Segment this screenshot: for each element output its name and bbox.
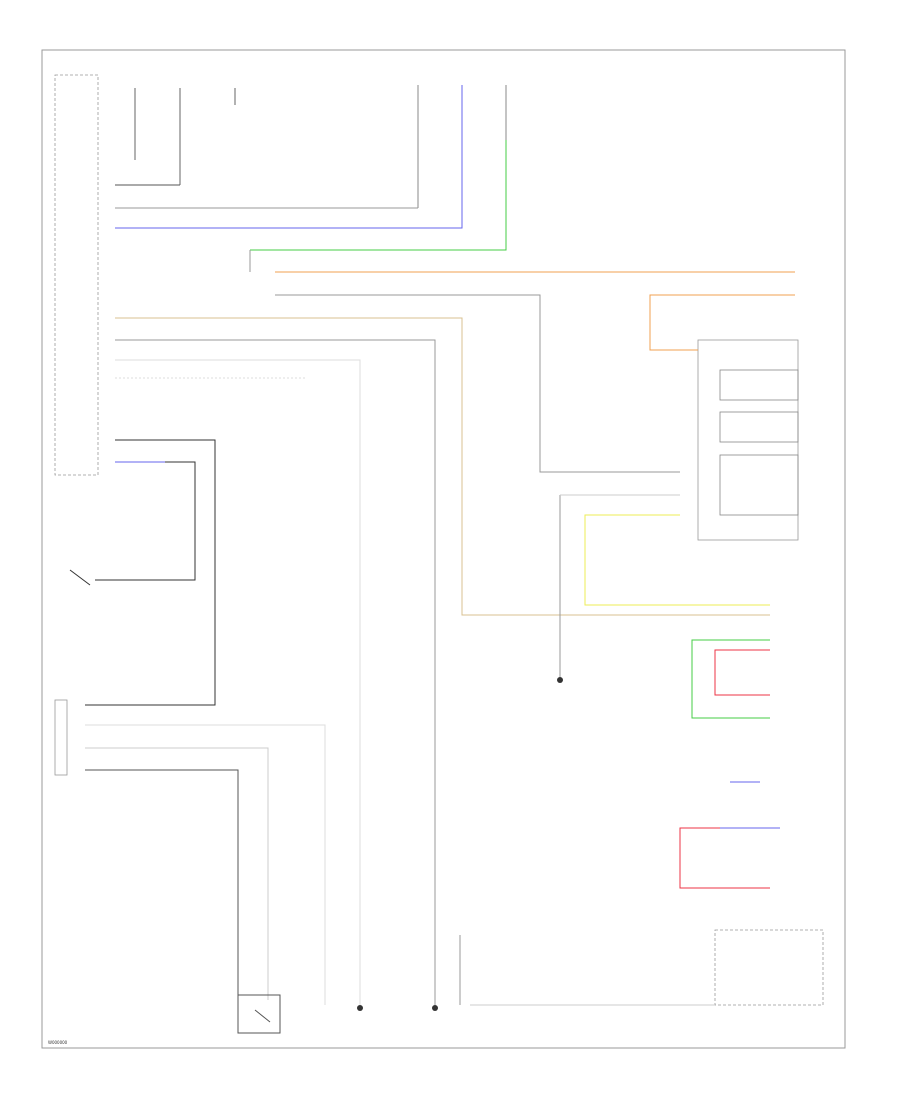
lower-left-module <box>54 699 68 776</box>
yellow-wire <box>584 514 770 606</box>
meter-unit-b <box>719 411 799 443</box>
black-wire-switch <box>95 461 196 581</box>
connector-dot-a <box>357 1005 363 1011</box>
orange-wire-meter <box>649 294 795 351</box>
ecu-box-left <box>54 74 99 476</box>
black-wire-left <box>85 439 216 706</box>
red-wire-loop <box>714 649 770 696</box>
relay-box <box>237 994 281 1034</box>
switch-blade-left <box>69 569 91 586</box>
fuse-group-left <box>134 88 236 185</box>
diagram-frame <box>41 49 846 1049</box>
connector-dot-c <box>557 677 563 683</box>
footer-code: W000000 <box>48 1040 68 1045</box>
relay-switch <box>254 1009 271 1023</box>
meter-unit-c <box>719 454 799 516</box>
wires-ecu-left <box>115 85 795 1005</box>
control-module-box <box>714 929 824 1006</box>
lower-left-wires <box>85 724 326 1005</box>
meter-unit-a <box>719 369 799 401</box>
connector-dot-b <box>432 1005 438 1011</box>
green-wire-loop <box>691 639 770 719</box>
red-blue-loop <box>679 827 780 889</box>
